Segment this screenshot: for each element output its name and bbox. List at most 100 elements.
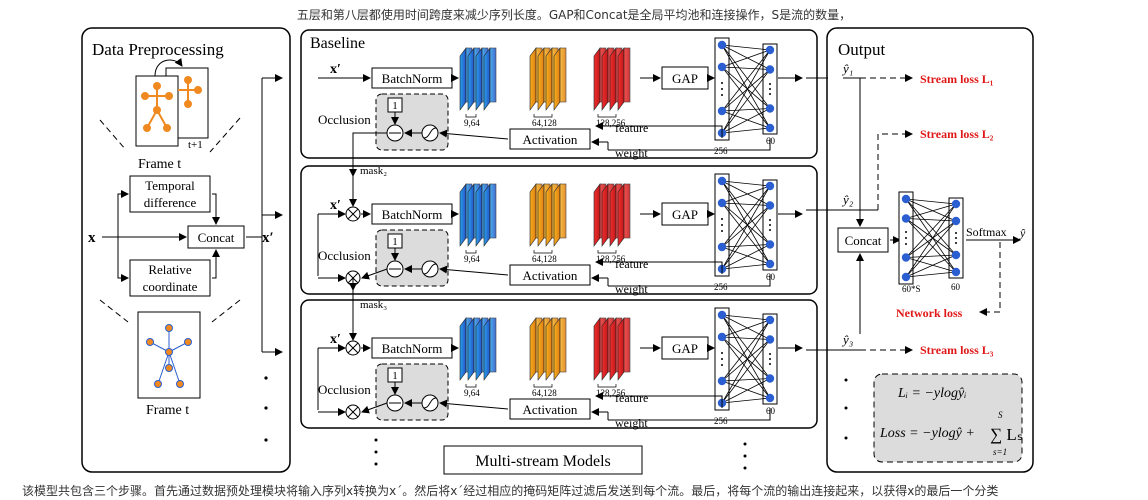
stream-loss-3: Stream loss L₃ — [920, 343, 994, 357]
fc-node — [765, 104, 775, 113]
svg-text:Relative: Relative — [148, 262, 192, 277]
activation-box — [509, 398, 591, 420]
temporal-difference-box — [129, 175, 211, 213]
svg-text:9,64: 9,64 — [464, 388, 480, 398]
activation-box — [509, 128, 591, 150]
svg-text:GAP: GAP — [672, 341, 698, 356]
fc-node — [765, 45, 775, 55]
fc-node — [951, 199, 961, 209]
svg-text:s=1: s=1 — [993, 447, 1007, 457]
svg-text:Concat: Concat — [845, 233, 882, 248]
stream-fc-layer — [714, 173, 778, 277]
fc-node — [717, 376, 727, 386]
occlusion-panel — [375, 363, 449, 421]
fc-node — [717, 332, 727, 342]
fc-node — [901, 253, 911, 262]
output-x-label: x′ — [262, 230, 274, 246]
frame-t-bottom-label: Frame t — [146, 403, 189, 418]
svg-text:1: 1 — [392, 100, 398, 112]
svg-text:BatchNorm: BatchNorm — [382, 341, 443, 356]
svg-text:60: 60 — [766, 136, 776, 146]
fc-node — [717, 40, 727, 50]
svg-text:Multi-stream Models: Multi-stream Models — [475, 453, 611, 470]
svg-text:64,128: 64,128 — [532, 118, 557, 128]
fc-node — [765, 315, 775, 325]
fc-node — [717, 242, 727, 252]
svg-text:ŷ₃: ŷ₃ — [841, 332, 853, 347]
svg-text:9,64: 9,64 — [464, 254, 480, 264]
svg-text:ŷ₁: ŷ₁ — [841, 61, 853, 76]
fc-node — [951, 250, 961, 260]
frame-t-label: Frame t — [138, 157, 181, 172]
svg-text:9,64: 9,64 — [464, 118, 480, 128]
fc-node — [765, 393, 775, 403]
softmax-label: Softmax — [966, 225, 1007, 239]
svg-text:64,128: 64,128 — [532, 254, 557, 264]
svg-text:Temporal: Temporal — [145, 178, 195, 193]
svg-text:coordinate: coordinate — [143, 279, 198, 294]
preprocess-concat-box — [187, 225, 245, 249]
fc-node — [717, 310, 727, 320]
loss-formula-box — [873, 373, 1023, 463]
svg-text:Baseline: Baseline — [310, 35, 365, 52]
svg-text:60: 60 — [766, 272, 776, 282]
svg-text:GAP: GAP — [672, 71, 698, 86]
svg-text:BatchNorm: BatchNorm — [382, 207, 443, 222]
svg-text:GAP: GAP — [672, 207, 698, 222]
svg-text:x′: x′ — [330, 332, 341, 347]
svg-text:60: 60 — [951, 282, 961, 292]
svg-text:Activation: Activation — [523, 132, 578, 147]
svg-text:256: 256 — [714, 416, 728, 426]
output-fc-layer — [898, 191, 964, 285]
occlusion-panel — [375, 93, 449, 151]
stream-loss-1: Stream loss L₁ — [920, 72, 994, 86]
fc-node — [765, 181, 775, 191]
fc-node — [901, 272, 911, 282]
input-x-label: x — [88, 230, 96, 246]
svg-text:feature: feature — [615, 121, 648, 135]
svg-text:256: 256 — [714, 146, 728, 156]
fc-node — [765, 65, 775, 74]
svg-text:S: S — [998, 410, 1003, 420]
fc-node — [765, 240, 775, 249]
svg-text:1: 1 — [392, 236, 398, 248]
stream-fc-layer — [714, 37, 778, 141]
preprocess-panel: Data Preprocessing t+1 Frame t Temporal … — [81, 27, 291, 473]
formula-stream-loss: Lᵢ = −ylogŷᵢ — [897, 386, 966, 401]
svg-text:feature: feature — [615, 257, 648, 271]
fc-node — [765, 259, 775, 269]
multi-stream-box: Multi-stream Models — [374, 438, 747, 475]
output-concat-box — [837, 227, 889, 253]
svg-text:∑ Lₛ: ∑ Lₛ — [990, 425, 1023, 444]
svg-text:weight: weight — [615, 146, 648, 160]
svg-text:mask₃: mask₃ — [360, 299, 387, 311]
fc-node — [765, 123, 775, 133]
svg-text:mask₂: mask₂ — [360, 165, 387, 177]
output-title: Output — [838, 40, 886, 59]
fc-node — [901, 194, 911, 204]
preprocess-title: Data Preprocessing — [92, 40, 224, 59]
svg-text:weight: weight — [615, 282, 648, 296]
relative-coordinate-box — [129, 259, 211, 297]
fc-node — [717, 198, 727, 208]
svg-text:Occlusion: Occlusion — [318, 112, 371, 127]
svg-text:128,256: 128,256 — [596, 118, 626, 128]
fc-node — [951, 216, 961, 226]
top-caption: 五层和第八层都使用时间跨度来减少序列长度。GAP和Concat是全局平均池和连接… — [296, 8, 852, 22]
fc-node — [951, 267, 961, 277]
stream-fc-layer — [714, 307, 778, 411]
svg-text:1: 1 — [392, 370, 398, 382]
more-streams-dots — [264, 376, 268, 442]
svg-text:60: 60 — [766, 406, 776, 416]
svg-text:weight: weight — [615, 416, 648, 430]
skeleton-icon-top — [141, 76, 202, 132]
occlusion-panel — [375, 229, 449, 287]
svg-text:128,256: 128,256 — [596, 254, 626, 264]
svg-text:ŷ: ŷ — [1019, 226, 1026, 240]
svg-text:BatchNorm: BatchNorm — [382, 71, 443, 86]
